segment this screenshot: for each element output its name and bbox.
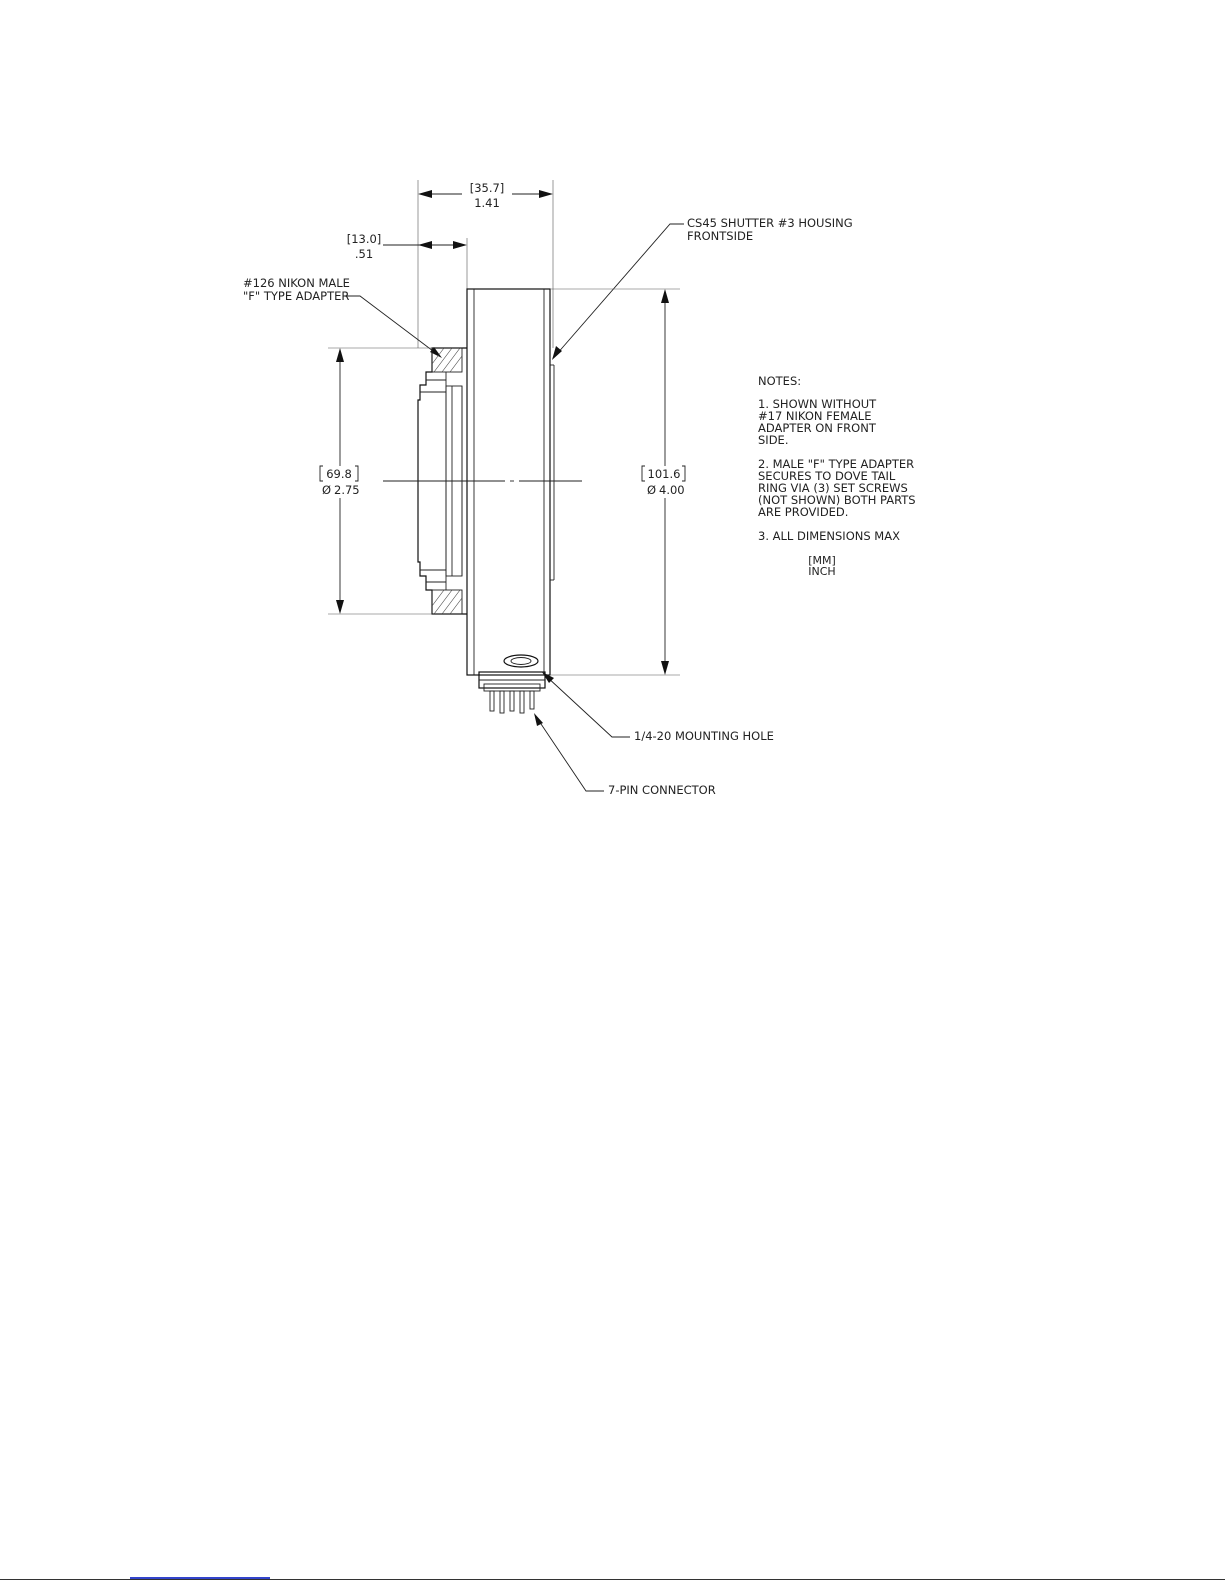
note3-line1: 3. ALL DIMENSIONS MAX [758, 529, 900, 543]
dim-diameter-left-mm: 69.8 [326, 467, 352, 481]
legend-inch: INCH [808, 565, 835, 578]
note2-line5: ARE PROVIDED. [758, 505, 848, 519]
callout-connector-text: 7-PIN CONNECTOR [608, 783, 716, 797]
dim-adapter-in: .51 [355, 247, 373, 261]
legend-mm: [MM] [808, 554, 836, 567]
seven-pin-connector [478, 671, 546, 714]
notes-block: NOTES: 1. SHOWN WITHOUT #17 NIKON FEMALE… [758, 374, 916, 578]
note1-line4: SIDE. [758, 433, 788, 447]
dim-width-mm: [35.7] [470, 181, 505, 195]
callout-adapter-line1: #126 NIKON MALE [243, 276, 350, 290]
section-hatch-bottom [431, 589, 463, 615]
shutter-housing [466, 288, 680, 676]
callout-housing-line2: FRONTSIDE [687, 229, 753, 243]
diameter-symbol-left: Ø [322, 483, 331, 497]
dimension-overall-width: [35.7] 1.41 [417, 180, 554, 348]
callout-housing-line1: CS45 SHUTTER #3 HOUSING [687, 216, 853, 230]
dimension-adapter-diameter: 69.8 Ø 2.75 [319, 347, 432, 615]
note2-line3: RING VIA (3) SET SCREWS [758, 481, 908, 495]
note1-line2: #17 NIKON FEMALE [758, 409, 871, 423]
dimension-housing-diameter: 101.6 Ø 4.00 [641, 289, 686, 675]
dim-width-in: 1.41 [474, 196, 500, 210]
callout-mounting-hole: 1/4-20 MOUNTING HOLE [542, 672, 774, 743]
dim-diameter-right-in: 4.00 [659, 483, 685, 497]
note2-line1: 2. MALE "F" TYPE ADAPTER [758, 457, 914, 471]
callout-adapter: #126 NIKON MALE "F" TYPE ADAPTER [243, 276, 442, 358]
dim-diameter-left-in: 2.75 [334, 483, 360, 497]
footer-rule [0, 1579, 1225, 1580]
callout-mounting-hole-text: 1/4-20 MOUNTING HOLE [634, 729, 774, 743]
dim-adapter-mm: [13.0] [347, 232, 382, 246]
footer-link-underline[interactable] [130, 1577, 270, 1579]
note2-line4: (NOT SHOWN) BOTH PARTS [758, 493, 916, 507]
callout-connector: 7-PIN CONNECTOR [534, 713, 716, 797]
note2-line2: SECURES TO DOVE TAIL [758, 469, 896, 483]
dim-diameter-right-mm: 101.6 [648, 467, 681, 481]
dimension-adapter-depth: [13.0] .51 [347, 232, 468, 290]
mounting-hole [503, 654, 539, 668]
note1-line3: ADAPTER ON FRONT [758, 421, 877, 435]
notes-heading: NOTES: [758, 374, 801, 388]
callout-housing: CS45 SHUTTER #3 HOUSING FRONTSIDE [552, 216, 853, 360]
section-hatch-top [431, 347, 463, 373]
diameter-symbol-right: Ø [647, 483, 656, 497]
callout-adapter-line2: "F" TYPE ADAPTER [243, 289, 349, 303]
note1-line1: 1. SHOWN WITHOUT [758, 397, 877, 411]
